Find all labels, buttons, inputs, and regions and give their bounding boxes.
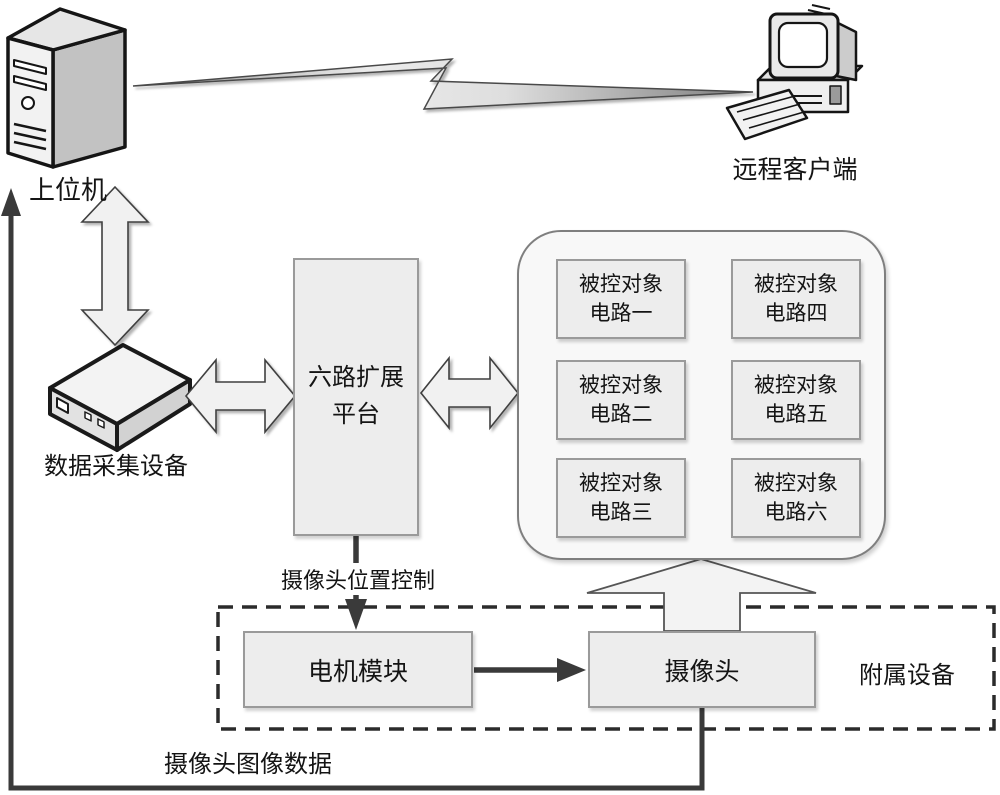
- controlled-object-4-line2: 电路四: [764, 301, 828, 325]
- lightning-bolt-icon: [132, 58, 754, 110]
- controlled-object-box-1: 被控对象 电路一: [556, 259, 686, 339]
- controlled-object-3-line2: 电路三: [589, 500, 653, 524]
- expansion-platform-line2: 平台: [332, 402, 380, 428]
- host-computer-label: 上位机: [28, 176, 107, 205]
- controlled-object-6-line1: 被控对象: [754, 471, 838, 495]
- controlled-object-box-4: 被控对象 电路四: [731, 259, 861, 339]
- camera-box: 摄像头: [588, 631, 816, 708]
- controlled-object-6-line2: 电路六: [764, 500, 828, 524]
- controlled-object-2-line1: 被控对象: [579, 373, 663, 397]
- feedback-line-camera-host: [1, 188, 705, 791]
- acquisition-device-icon: [48, 343, 192, 452]
- desktop-computer-icon: [725, 4, 864, 141]
- controlled-object-4-line1: 被控对象: [754, 272, 838, 296]
- camera-position-control-label: 摄像头位置控制: [266, 563, 450, 595]
- expansion-platform-line1: 六路扩展: [308, 365, 404, 391]
- tower-computer-icon: [6, 7, 127, 169]
- motor-module-box: 电机模块: [243, 631, 473, 708]
- arrow-motor-camera: [474, 658, 586, 682]
- controlled-object-5-line2: 电路五: [764, 402, 828, 426]
- daq-device-label: 数据采集设备: [44, 454, 188, 480]
- camera-image-data-label: 摄像头图像数据: [164, 752, 332, 778]
- controlled-object-1-line2: 电路一: [589, 301, 653, 325]
- remote-client-label: 远程客户端: [732, 157, 858, 184]
- controlled-object-3-line1: 被控对象: [579, 471, 663, 495]
- controlled-object-2-line2: 电路二: [589, 402, 653, 426]
- auxiliary-group-label: 附属设备: [859, 663, 955, 689]
- controlled-object-box-2: 被控对象 电路二: [556, 360, 686, 440]
- controlled-object-box-6: 被控对象 电路六: [731, 458, 861, 538]
- controlled-object-1-line1: 被控对象: [579, 272, 663, 296]
- camera-label: 摄像头: [664, 658, 740, 686]
- expansion-platform-box: 六路扩展 平台: [293, 258, 419, 536]
- double-arrow-daq-platform: [184, 357, 297, 435]
- motor-module-label: 电机模块: [307, 658, 408, 686]
- double-arrow-platform-objects: [419, 355, 520, 431]
- auxiliary-group-dashed-box: [216, 605, 996, 731]
- controlled-object-box-5: 被控对象 电路五: [731, 360, 861, 440]
- controlled-object-5-line1: 被控对象: [754, 373, 838, 397]
- up-arrow-camera-objects: [586, 558, 817, 632]
- double-arrow-host-daq: [80, 185, 150, 347]
- controlled-object-box-3: 被控对象 电路三: [556, 458, 686, 538]
